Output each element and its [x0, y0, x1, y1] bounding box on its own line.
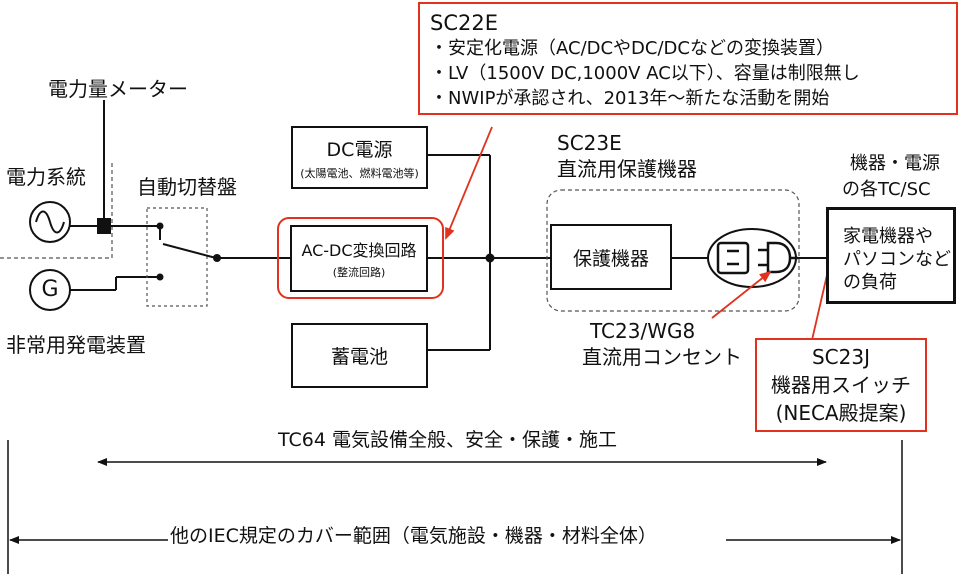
- meter-icon: [97, 218, 111, 234]
- sc23e-group: [546, 189, 800, 312]
- acdc-sub: (整流回路): [332, 266, 386, 279]
- sc23j-line-2: 機器用スイッチ: [771, 373, 911, 397]
- sc23j-line-1: SC23J: [811, 345, 870, 369]
- acdc-title: AC-DC変換回路: [301, 241, 417, 260]
- dc-source-title: DC電源: [326, 138, 393, 161]
- acdc-highlight: [277, 217, 444, 299]
- sc22e-line-3: ・NWIPが承認され、2013年～新たな活動を開始: [430, 88, 830, 109]
- grid-boundary: [0, 162, 113, 259]
- equipment-header-line-1: 機器・電源: [850, 153, 940, 174]
- tc23-arrow: [711, 270, 772, 319]
- protection-label: 保護機器: [572, 247, 649, 270]
- battery-label: 蓄電池: [330, 346, 388, 368]
- tc64-label: TC64 電気設備全般、安全・保護・施工: [278, 429, 617, 451]
- sc23e-title: SC23E: [557, 131, 622, 155]
- generator-letter: G: [41, 277, 59, 302]
- sc22e-callout: SC22E ・安定化電源（AC/DCやDC/DCなどの変換装置） ・LV（150…: [418, 2, 958, 115]
- sc23j-line-3: (NECA殿提案): [775, 401, 907, 425]
- load-line-3: の負荷: [843, 272, 897, 293]
- sc22e-arrow: [445, 126, 493, 240]
- protection-box: 保護機器: [550, 224, 672, 290]
- sc22e-line-1: ・安定化電源（AC/DCやDC/DCなどの変換装置）: [430, 38, 834, 59]
- sc23e-subtitle: 直流用保護機器: [557, 157, 697, 181]
- plug-icon: [758, 241, 798, 274]
- load-box: 家電機器や パソコンなど の負荷: [826, 207, 956, 304]
- transfer-switch-box: [146, 207, 208, 307]
- load-line-1: 家電機器や: [843, 226, 933, 247]
- grid-label: 電力系統: [6, 165, 86, 189]
- switch-icon: [156, 222, 221, 281]
- tc23-line-1: TC23/WG8: [590, 319, 696, 343]
- dc-source-sub: (太陽電池、燃料電池等): [300, 166, 419, 180]
- dc-source-box: DC電源 (太陽電池、燃料電池等): [291, 126, 428, 189]
- transfer-switch-label: 自動切替盤: [137, 175, 237, 199]
- battery-box: 蓄電池: [291, 323, 428, 388]
- equipment-header-line-2: の各TC/SC: [842, 179, 931, 200]
- meter-label: 電力量メーター: [48, 77, 188, 101]
- sc23j-callout: SC23J 機器用スイッチ (NECA殿提案): [755, 338, 927, 432]
- ac-sine-icon: [29, 201, 71, 243]
- load-line-2: パソコンなど: [843, 249, 951, 270]
- generator-label: 非常用発電装置: [6, 333, 146, 357]
- tc23-line-2: 直流用コンセント: [582, 345, 742, 369]
- sc22e-line-2: ・LV（1500V DC,1000V AC以下）、容量は制限無し: [430, 63, 860, 84]
- sc22e-title: SC22E: [430, 11, 498, 35]
- acdc-box: AC-DC変換回路 (整流回路): [290, 225, 428, 292]
- iec-scope-label: 他のIEC規定のカバー範囲（電気施設・機器・材料全体）: [170, 525, 657, 547]
